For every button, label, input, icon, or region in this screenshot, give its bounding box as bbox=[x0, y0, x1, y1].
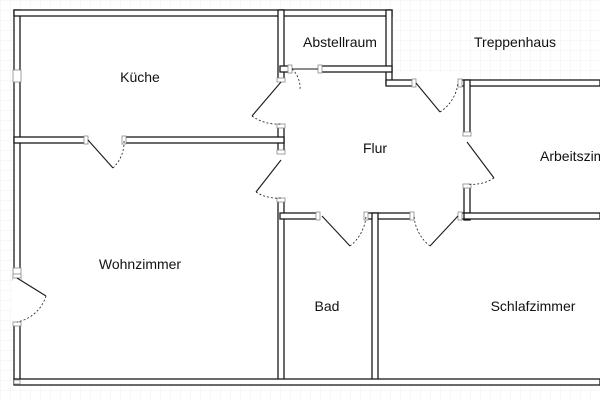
door-wohnzimmer-balcony bbox=[12, 273, 47, 327]
label-abstellraum: Abstellraum bbox=[303, 34, 377, 50]
door-kueche-wohnzimmer bbox=[83, 135, 127, 169]
room-kueche bbox=[18, 14, 280, 139]
door-schlafzimmer bbox=[409, 211, 463, 247]
label-kueche: Küche bbox=[120, 69, 160, 85]
doors bbox=[12, 64, 495, 327]
door-entrance bbox=[411, 78, 463, 113]
wall-top-kueche bbox=[13, 9, 285, 17]
door-kueche bbox=[251, 77, 286, 129]
label-treppenhaus: Treppenhaus bbox=[474, 34, 556, 50]
label-flur: Flur bbox=[363, 140, 387, 156]
label-schlafzimmer: Schlafzimmer bbox=[491, 298, 576, 314]
room-abstellraum bbox=[284, 14, 388, 68]
wall-bad-schlafzimmer bbox=[371, 212, 379, 385]
room-schlafzimmer bbox=[377, 218, 600, 382]
wall-abstellraum-bottom bbox=[279, 65, 393, 73]
wall-arbeitszimmer-bottom bbox=[463, 212, 600, 220]
wall-bottom-outer bbox=[13, 378, 600, 386]
label-bad: Bad bbox=[315, 298, 340, 314]
door-bad bbox=[315, 211, 369, 247]
wall-kueche-wohnzimmer bbox=[13, 136, 285, 144]
wall-left-outer-lower bbox=[13, 321, 21, 385]
room-bad bbox=[284, 218, 374, 382]
wall-treppenhaus-bottom bbox=[385, 79, 600, 87]
door-abstellraum bbox=[287, 64, 323, 91]
label-wohnzimmer: Wohnzimmer bbox=[99, 256, 182, 272]
wall-top-abstellraum bbox=[279, 9, 393, 17]
window-kueche-left bbox=[12, 69, 22, 83]
window-bottom bbox=[13, 379, 21, 385]
room-fills bbox=[18, 14, 600, 382]
door-wohnzimmer bbox=[255, 149, 286, 203]
room-wohnzimmer bbox=[18, 142, 280, 382]
wall-abstellraum-right bbox=[385, 9, 393, 85]
door-arbeitszimmer bbox=[462, 131, 495, 189]
room-flur bbox=[284, 72, 466, 216]
room-arbeitszimmer bbox=[468, 88, 600, 214]
label-arbeitszimmer: Arbeitszimmer bbox=[540, 148, 600, 164]
room-labels: Küche Abstellraum Treppenhaus Flur Arbei… bbox=[99, 34, 600, 314]
